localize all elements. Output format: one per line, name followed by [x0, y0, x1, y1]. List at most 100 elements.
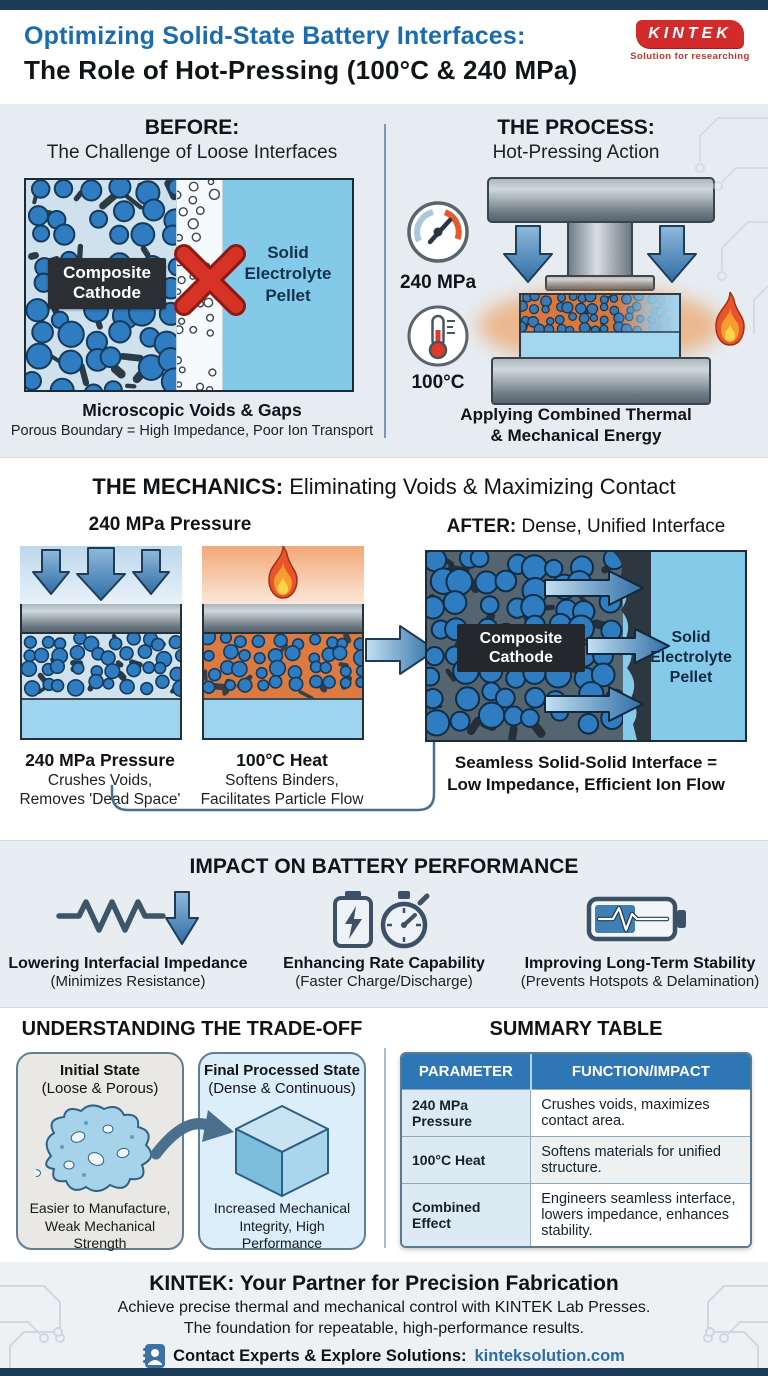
impact-sublabel: (Prevents Hotspots & Delamination) [520, 973, 760, 990]
particle-layer [22, 634, 180, 698]
pressure-value-label: 240 MPa [400, 272, 476, 293]
heat-caption: 100°C Heat Softens Binders, Facilitates … [182, 750, 382, 810]
press-assembly [478, 177, 722, 405]
before-heading: BEFORE: [144, 116, 240, 139]
ion-flow-arrow [544, 686, 644, 722]
porous-sponge-icon [36, 1104, 153, 1192]
after-panel-heading: AFTER: Dense, Unified Interface [421, 516, 751, 538]
dense-cube-icon [235, 1105, 329, 1197]
impact-sublabel: (Minimizes Resistance) [50, 973, 206, 990]
process-heading: THE PROCESS: [497, 116, 655, 139]
pressure-panel-heading: 240 MPa Pressure [88, 514, 252, 535]
impact-item-stability: Improving Long-Term Stability (Prevents … [512, 887, 768, 990]
press-down-arrow-right [647, 225, 697, 283]
ion-flow-arrow [544, 570, 644, 606]
cta-link[interactable]: kinteksolution.com [474, 1346, 625, 1365]
thermometer-icon [407, 305, 469, 367]
pressure-caption-title: 240 MPa Pressure [25, 750, 175, 770]
final-state-subtitle: (Dense & Continuous) [208, 1080, 356, 1097]
summary-table: PARAMETER FUNCTION/IMPACT 240 MPa Pressu… [400, 1052, 752, 1248]
section-impact: IMPACT ON BATTERY PERFORMANCE Lowering I… [0, 840, 768, 1008]
mechanics-heading-rest: Eliminating Voids & Maximizing Contact [283, 474, 676, 499]
after-caption-line1: Seamless Solid-Solid Interface = [454, 753, 718, 772]
after-caption: Seamless Solid-Solid Interface = Low Imp… [421, 752, 751, 796]
final-caption-line1: Increased Mechanical [213, 1200, 351, 1216]
after-heading-bold: AFTER: [446, 516, 517, 537]
initial-state-subtitle: (Loose & Porous) [41, 1080, 159, 1097]
after-interface-illustration: Composite Cathode Solid Electrolyte Pell… [425, 550, 747, 742]
table-cell-function: Softens materials for unified structure. [530, 1136, 750, 1184]
initial-caption-line2: Weak Mechanical Strength [44, 1217, 156, 1252]
heated-particle-layer [204, 634, 362, 698]
header: Optimizing Solid-State Battery Interface… [0, 10, 768, 104]
summary-column: SUMMARY TABLE PARAMETER FUNCTION/IMPACT … [384, 1008, 768, 1262]
battery-pulse-icon [586, 896, 686, 942]
footer-line1: Achieve precise thermal and mechanical c… [117, 1299, 651, 1316]
hot-press-illustration: 240 MPa 100°C [400, 177, 745, 405]
process-caption-line1: Applying Combined Thermal [460, 405, 692, 424]
electrolyte-zone [223, 180, 352, 390]
footer-line2: The foundation for repeatable, high-perf… [183, 1320, 585, 1337]
tradeoff-heading: UNDERSTANDING THE TRADE-OFF [21, 1018, 363, 1040]
final-state-title: Final Processed State [204, 1062, 360, 1079]
impact-item-impedance: Lowering Interfacial Impedance (Minimize… [0, 887, 256, 990]
column-divider [384, 124, 386, 438]
solid-electrolyte-label: Solid Electrolyte Pellet [650, 629, 732, 686]
circuit-decoration [0, 1285, 65, 1368]
impedance-down-icon [56, 891, 199, 945]
red-x-icon [174, 244, 246, 316]
tradeoff-column: UNDERSTANDING THE TRADE-OFF Initial Stat… [0, 1008, 384, 1262]
table-row: Combined Effect Engineers seamless inter… [402, 1183, 750, 1246]
contact-book-icon [143, 1344, 166, 1368]
heat-panel-illustration [202, 546, 364, 742]
solid-electrolyte-label: Solid Electrolyte Pellet [244, 243, 332, 305]
after-caption-line2: Low Impedance, Efficient Ion Flow [447, 775, 725, 795]
pressure-gauge-icon [407, 201, 469, 263]
section-before-process: BEFORE: The Challenge of Loose Interface… [0, 104, 768, 458]
curved-arrow-icon [150, 1110, 234, 1160]
process-subheading: Hot-Pressing Action [492, 142, 660, 163]
impact-sublabel: (Faster Charge/Discharge) [295, 973, 473, 990]
table-cell-parameter: 240 MPa Pressure [402, 1089, 531, 1137]
circuit-decoration [695, 117, 768, 334]
after-heading-rest: Dense, Unified Interface [516, 516, 726, 537]
composite-cathode-label: Composite Cathode [48, 258, 166, 309]
mechanics-heading: THE MECHANICS: Eliminating Voids & Maxim… [0, 474, 768, 500]
bottom-accent-bar [0, 1368, 768, 1376]
press-plate [204, 604, 362, 634]
initial-caption-line1: Easier to Manufacture, [29, 1200, 171, 1216]
heat-caption-title: 100°C Heat [236, 750, 328, 770]
before-interface-illustration: Composite Cathode Solid Electrolyte Pell… [24, 178, 354, 392]
final-caption-line2: Integrity, High Performance [239, 1217, 325, 1252]
table-cell-function: Engineers seamless interface, lowers imp… [530, 1183, 750, 1246]
kintek-logo: KINTEK Solution for researching [626, 20, 754, 62]
table-cell-function: Crushes voids, maximizes contact area. [530, 1089, 750, 1137]
mechanics-heading-bold: THE MECHANICS: [92, 474, 284, 499]
pressure-caption: 240 MPa Pressure Crushes Voids, Removes … [0, 750, 200, 810]
page-title-line1: Optimizing Solid-State Battery Interface… [24, 22, 526, 50]
footer-title: KINTEK: Your Partner for Precision Fabri… [149, 1272, 619, 1295]
summary-heading: SUMMARY TABLE [489, 1018, 663, 1040]
table-header-parameter: PARAMETER [402, 1054, 531, 1090]
pressure-arrows [32, 547, 170, 601]
electrolyte-layer [204, 698, 362, 738]
table-cell-parameter: 100°C Heat [402, 1136, 531, 1184]
kintek-logo-text: KINTEK [648, 25, 732, 42]
press-down-arrow-left [503, 225, 553, 283]
flame-icon [268, 546, 298, 599]
before-subheading: The Challenge of Loose Interfaces [46, 142, 338, 163]
before-caption-title: Microscopic Voids & Gaps [82, 400, 302, 420]
flame-icon [715, 291, 745, 346]
composite-cathode-label: Composite Cathode [457, 624, 585, 673]
pressure-caption-line2: Removes 'Dead Space' [19, 791, 181, 809]
impact-heading: IMPACT ON BATTERY PERFORMANCE [189, 855, 579, 878]
footer: KINTEK: Your Partner for Precision Fabri… [0, 1262, 768, 1368]
impact-label: Lowering Interfacial Impedance [8, 955, 248, 972]
final-state-card: Final Processed State (Dense & Continuou… [198, 1052, 366, 1252]
pressure-panel-illustration [20, 546, 182, 742]
table-row: 240 MPa Pressure Crushes voids, maximize… [402, 1089, 750, 1137]
kintek-logo-box: KINTEK [636, 20, 744, 48]
before-caption-sub: Porous Boundary = High Impedance, Poor I… [10, 423, 374, 439]
heat-caption-line1: Softens Binders, [225, 772, 339, 789]
